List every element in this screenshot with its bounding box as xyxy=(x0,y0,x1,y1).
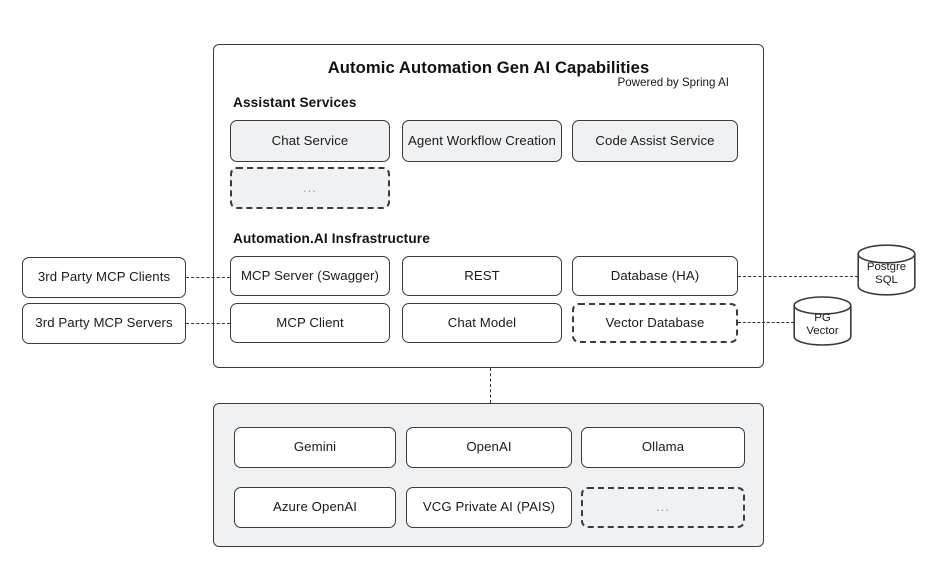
datastore-pgvector-line2: Vector xyxy=(806,325,839,338)
datastore-pgvector: PG Vector xyxy=(793,296,852,346)
node-gemini[interactable]: Gemini xyxy=(234,427,396,468)
node-mcp-client[interactable]: MCP Client xyxy=(230,303,390,343)
node-providers-more-placeholder[interactable]: ... xyxy=(581,487,745,528)
node-chat-model[interactable]: Chat Model xyxy=(402,303,562,343)
node-mcp-server-swagger[interactable]: MCP Server (Swagger) xyxy=(230,256,390,296)
assistant-services-heading: Assistant Services xyxy=(233,95,357,110)
connector-mcp-servers-to-client xyxy=(186,323,230,324)
node-vcg-private-ai[interactable]: VCG Private AI (PAIS) xyxy=(406,487,572,528)
node-vector-database[interactable]: Vector Database xyxy=(572,303,738,343)
node-ollama[interactable]: Ollama xyxy=(581,427,745,468)
node-code-assist-service[interactable]: Code Assist Service xyxy=(572,120,738,162)
node-database-ha[interactable]: Database (HA) xyxy=(572,256,738,296)
node-openai[interactable]: OpenAI xyxy=(406,427,572,468)
datastore-postgresql: Postgre SQL xyxy=(857,244,916,296)
node-3rd-party-mcp-servers[interactable]: 3rd Party MCP Servers xyxy=(22,303,186,344)
node-agent-workflow-creation[interactable]: Agent Workflow Creation xyxy=(402,120,562,162)
connector-vectordb-to-pgvector xyxy=(738,322,794,323)
infrastructure-heading: Automation.AI Insfrastructure xyxy=(233,231,430,246)
database-cylinder-icon xyxy=(793,296,852,346)
node-3rd-party-mcp-clients[interactable]: 3rd Party MCP Clients xyxy=(22,257,186,298)
node-azure-openai[interactable]: Azure OpenAI xyxy=(234,487,396,528)
database-cylinder-icon xyxy=(857,244,916,296)
node-rest[interactable]: REST xyxy=(402,256,562,296)
powered-by-label: Powered by Spring AI xyxy=(617,76,730,89)
node-chat-service[interactable]: Chat Service xyxy=(230,120,390,162)
connector-database-to-postgresql xyxy=(738,276,858,277)
node-assistant-more-placeholder[interactable]: ... xyxy=(230,167,390,209)
datastore-postgresql-line2: SQL xyxy=(875,274,898,287)
datastore-postgresql-line1: Postgre xyxy=(866,261,907,273)
datastore-pgvector-line1: PG xyxy=(814,312,831,324)
connector-mcp-clients-to-server xyxy=(186,277,230,278)
page-title: Automic Automation Gen AI Capabilities xyxy=(327,58,650,77)
connector-main-to-providers xyxy=(490,368,491,403)
